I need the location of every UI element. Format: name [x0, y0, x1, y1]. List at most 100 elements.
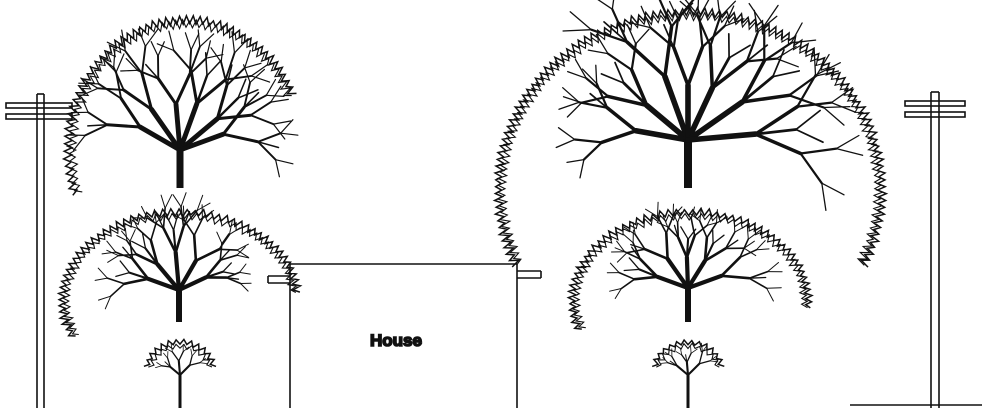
tree-large-right-branch — [756, 134, 801, 153]
tree-medium-left-branch — [196, 249, 219, 260]
tree-medium-right-branch — [635, 277, 658, 279]
tree-medium-right-branch — [713, 235, 724, 243]
tree-large-left-branch — [251, 102, 271, 115]
tree-large-right — [495, 0, 887, 267]
tree-large-left-branch — [251, 115, 274, 124]
tree-small-right-branch — [691, 349, 697, 353]
tree-medium-left-branch — [194, 219, 202, 236]
tree-large-left-branch — [258, 133, 281, 142]
tree-large-right-branch — [636, 29, 649, 44]
tree-large-left-branch — [206, 55, 223, 59]
tree-large-right-branch — [570, 12, 591, 30]
tree-medium-left-branch — [176, 227, 184, 253]
utility-pole-left — [6, 94, 72, 408]
tree-large-left-branch — [169, 31, 174, 50]
tree-large-right-branch — [630, 23, 651, 28]
tree-medium-right-branch — [756, 241, 765, 250]
tree-small-right-branch — [687, 362, 688, 375]
tree-large-right-branch — [764, 5, 778, 25]
tree-medium-right-branch — [722, 276, 750, 278]
tree-large-right-branch — [607, 108, 636, 131]
tree-medium-right-branch — [678, 238, 687, 258]
tree-medium-left — [59, 193, 301, 336]
tree-large-left-branch — [121, 99, 140, 128]
tree-large-left-branch — [158, 79, 176, 105]
tree-large-right-branch — [608, 54, 632, 70]
tree-large-right-branch — [814, 48, 815, 75]
tree-small-left-branch — [179, 352, 183, 361]
tree-large-right-branch — [747, 59, 777, 62]
tree-medium-right-branch — [687, 239, 688, 257]
tree-large-right-branch — [773, 71, 799, 77]
tree-small-left-branch — [156, 366, 162, 368]
tree-small-right-branch — [702, 343, 703, 352]
tree-large-left-branch — [198, 30, 200, 47]
tree-large-left-branch — [176, 74, 190, 104]
tree-large-right-branch — [591, 0, 612, 9]
tree-large-right-branch — [567, 160, 584, 163]
tree-small-left-branch — [191, 349, 192, 356]
tree-small-right-branch — [699, 361, 710, 364]
tree-medium-right-branch — [681, 227, 688, 239]
tree-medium-right-branch — [767, 288, 782, 289]
tree-large-left-branch — [281, 133, 298, 135]
tree-small-left-branch — [200, 359, 206, 363]
tree-medium-right-branch — [645, 249, 668, 259]
tree-small-left-branch — [164, 353, 168, 358]
tree-medium-left-branch — [130, 230, 135, 242]
tree-large-left — [64, 16, 298, 196]
tree-medium-left-branch — [138, 229, 151, 241]
tree-large-left-branch — [245, 63, 261, 68]
tree-large-left-branch — [121, 70, 138, 71]
tree-large-right-branch — [567, 103, 581, 117]
tree-medium-right-branch — [767, 288, 774, 301]
tree-medium-right-branch — [749, 278, 766, 279]
tree-small-right-branch — [699, 352, 702, 364]
tree-medium-left-branch — [194, 235, 196, 260]
tree-large-right-branch — [674, 47, 688, 85]
tree-medium-right-branch — [666, 233, 667, 259]
tree-medium-left-branch — [161, 195, 165, 208]
tree-small-left-branch — [157, 363, 162, 366]
tree-large-right-branch — [836, 136, 859, 149]
tree-medium-right-branch — [756, 249, 769, 250]
tree-medium-right-branch — [687, 257, 688, 288]
tree-large-left-branch — [245, 50, 251, 68]
tree-medium-right-branch — [749, 278, 767, 288]
tree-medium-left-branch — [95, 278, 107, 280]
tree-large-left-branch — [99, 84, 121, 99]
tree-medium-left-branch — [183, 206, 184, 220]
tree-large-right-branch — [575, 140, 602, 143]
tree-small-right-canopy-outline — [652, 340, 724, 366]
tree-large-right-branch — [796, 111, 820, 130]
tree-large-left-branch — [221, 45, 223, 63]
tree-medium-left-branch — [116, 273, 129, 277]
tree-large-left-branch — [174, 51, 191, 71]
tree-large-left-branch — [266, 95, 284, 96]
tree-medium-right-branch — [700, 221, 707, 238]
tree-medium-left-branch — [184, 220, 194, 235]
tree-large-left-branch — [191, 70, 197, 103]
tree-large-left-branch — [142, 46, 145, 73]
tree-large-left-branch — [273, 124, 284, 139]
tree-medium-right-branch — [621, 279, 634, 288]
tree-medium-right-branch — [658, 202, 659, 216]
tree-large-right-branch — [801, 149, 837, 154]
tree-medium-left-branch — [124, 279, 148, 284]
tree-large-right-branch — [712, 61, 747, 88]
tree-small-left-branch — [190, 356, 192, 365]
tree-large-right-branch — [564, 97, 582, 103]
tree-medium-right-branch — [610, 263, 619, 273]
tree-medium-right — [568, 202, 812, 329]
tree-medium-left-branch — [223, 272, 236, 274]
tree-large-right-branch — [584, 142, 602, 159]
tree-medium-left-branch — [217, 232, 222, 243]
tree-medium-left-branch — [223, 263, 232, 272]
tree-small-left-branch — [179, 361, 180, 375]
tree-medium-right-branch — [717, 217, 728, 223]
tree-large-right-branch — [801, 154, 822, 184]
tree-medium-left-branch — [98, 268, 107, 278]
tree-medium-right-branch — [722, 257, 741, 276]
tree-medium-left-branch — [120, 261, 129, 273]
